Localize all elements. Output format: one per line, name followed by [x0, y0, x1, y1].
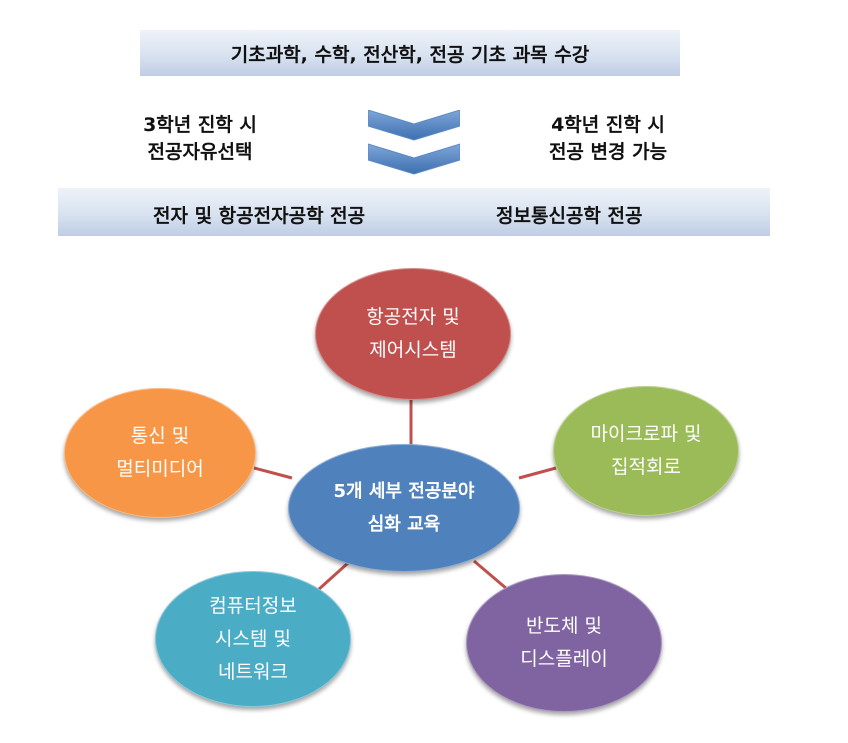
left-note-line-2: 전공자유선택	[147, 141, 253, 163]
field-label-line: 디스플레이	[520, 648, 608, 670]
field-label-line: 마이크로파 및	[590, 423, 702, 445]
center-node: 5개 세부 전공분야 심화 교육	[288, 444, 520, 572]
right-note-line-2: 전공 변경 가능	[548, 141, 668, 163]
chevron-down-icon	[368, 143, 460, 175]
field-avionics-control: 항공전자 및 제어시스템	[315, 268, 511, 400]
left-note-line-1: 3학년 진학 시	[143, 114, 257, 136]
field-label-line: 항공전자 및	[366, 306, 460, 328]
field-label-line: 집적회로	[611, 456, 681, 478]
field-label-line: 컴퓨터정보	[209, 594, 297, 617]
majors-banner: 전자 및 항공전자공학 전공 정보통신공학 전공	[58, 188, 770, 236]
chevron-down-icon	[368, 110, 460, 141]
field-communication-multimedia: 통신 및 멀티미디어	[64, 388, 256, 518]
field-label-line: 제어시스템	[369, 339, 457, 361]
right-note: 4학년 진학 시 전공 변경 가능	[508, 112, 708, 166]
top-banner: 기초과학, 수학, 전산학, 전공 기초 과목 수강	[140, 30, 680, 76]
connector-left	[253, 466, 293, 480]
double-chevron-down-icon	[368, 110, 460, 175]
field-computer-network: 컴퓨터정보 시스템 및 네트워크	[155, 571, 351, 707]
field-label-line: 시스템 및	[215, 627, 291, 650]
connector-bottom-left	[316, 561, 350, 592]
top-banner-text: 기초과학, 수학, 전산학, 전공 기초 과목 수강	[230, 43, 590, 66]
center-label-line: 심화 교육	[367, 514, 441, 535]
field-microwave-ic: 마이크로파 및 집적회로	[553, 386, 739, 516]
major-information-communication: 정보통신공학 전공	[496, 205, 643, 227]
field-label-line: 반도체 및	[526, 615, 602, 637]
connector-right	[518, 466, 557, 480]
center-label-line: 5개 세부 전공분야	[333, 481, 475, 502]
field-label-line: 네트워크	[218, 660, 288, 683]
connector-bottom-right	[473, 559, 508, 591]
field-label-line: 멀티미디어	[116, 458, 204, 480]
field-label-line: 통신 및	[130, 425, 190, 447]
left-note: 3학년 진학 시 전공자유선택	[100, 112, 300, 166]
major-electronics-avionics: 전자 및 항공전자공학 전공	[153, 205, 366, 227]
field-semiconductor-display: 반도체 및 디스플레이	[466, 574, 662, 712]
right-note-line-1: 4학년 진학 시	[551, 114, 665, 136]
